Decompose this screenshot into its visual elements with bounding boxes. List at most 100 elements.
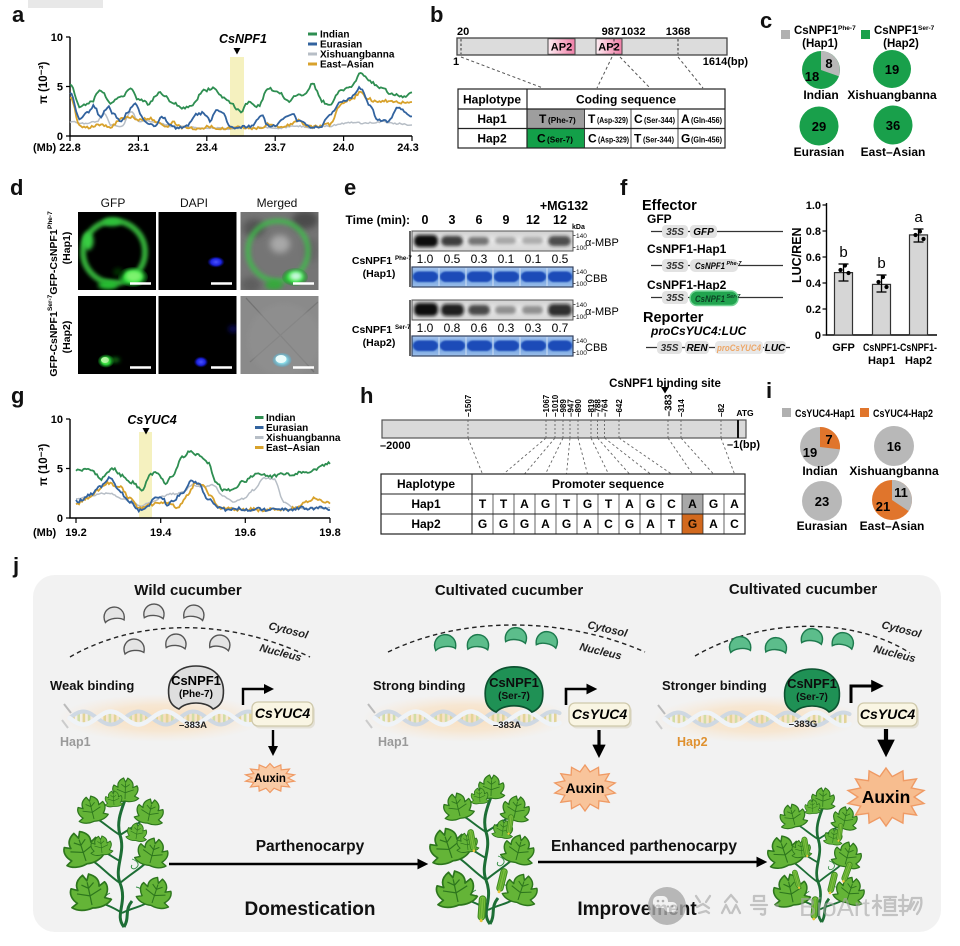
svg-text:7: 7 (825, 432, 832, 447)
svg-text:CsNPF1: CsNPF1 (352, 324, 392, 336)
svg-text:Haplotype: Haplotype (397, 477, 455, 491)
svg-text:LUC: LUC (765, 343, 786, 354)
svg-text:A: A (681, 112, 690, 126)
svg-text:–383A: –383A (493, 720, 521, 731)
svg-text:CsNPF1: CsNPF1 (171, 673, 221, 688)
svg-text:0.3: 0.3 (498, 321, 515, 335)
svg-text:T: T (479, 497, 487, 511)
svg-text:35S: 35S (661, 343, 679, 354)
svg-text:0.4: 0.4 (806, 278, 822, 290)
svg-text:π (10⁻³): π (10⁻³) (38, 61, 50, 104)
svg-text:140: 140 (576, 233, 587, 240)
svg-text:C: C (634, 112, 643, 126)
svg-text:1.0: 1.0 (806, 200, 821, 212)
svg-text:–947: –947 (567, 399, 576, 417)
svg-text:19.8: 19.8 (319, 527, 340, 539)
svg-text:24.0: 24.0 (333, 142, 354, 154)
svg-text:East–Asian: East–Asian (860, 519, 925, 533)
svg-text:16: 16 (887, 439, 901, 454)
svg-text:140: 140 (576, 302, 587, 309)
svg-text:–890: –890 (574, 399, 583, 417)
svg-text:CsNPF1: CsNPF1 (874, 25, 919, 37)
svg-text:Enhanced parthenocarpy: Enhanced parthenocarpy (551, 838, 737, 855)
svg-text:CsYUC4: CsYUC4 (127, 413, 176, 427)
svg-text:a: a (914, 209, 923, 226)
svg-text:0.2: 0.2 (806, 304, 821, 316)
svg-text:CsNPF1: CsNPF1 (352, 255, 392, 267)
svg-text:A: A (688, 497, 697, 511)
svg-text:CsNPF1-: CsNPF1- (900, 342, 937, 354)
svg-text:(Hap2): (Hap2) (61, 321, 73, 354)
svg-text:BioArt: BioArt (799, 892, 871, 922)
svg-text:proCsYUC4:LUC: proCsYUC4:LUC (650, 324, 747, 338)
svg-text:kDa: kDa (572, 224, 585, 231)
svg-text:100: 100 (576, 350, 587, 357)
svg-text:T: T (605, 497, 613, 511)
svg-text:A: A (541, 517, 550, 531)
svg-text:DAPI: DAPI (180, 196, 208, 210)
svg-text:Hap2: Hap2 (677, 735, 708, 749)
svg-text:CBB: CBB (585, 342, 608, 354)
svg-text:Ser-7: Ser-7 (727, 294, 742, 300)
svg-text:23: 23 (815, 494, 829, 509)
svg-text:1.0: 1.0 (417, 321, 434, 335)
svg-text:Hap1: Hap1 (378, 735, 409, 749)
svg-text:C: C (537, 132, 546, 146)
svg-text:–383: –383 (664, 394, 675, 417)
svg-text:Merged: Merged (257, 196, 298, 210)
svg-text:23.4: 23.4 (196, 142, 218, 154)
svg-text:Auxin: Auxin (862, 787, 911, 807)
svg-text:19: 19 (803, 445, 817, 460)
svg-text:CBB: CBB (585, 273, 608, 285)
svg-text:1368: 1368 (666, 26, 690, 38)
svg-text:CsNPF1: CsNPF1 (695, 261, 725, 272)
svg-text:12: 12 (526, 213, 540, 227)
svg-text:T: T (668, 517, 676, 531)
svg-text:(Hap1): (Hap1) (61, 232, 73, 265)
svg-text:–2000: –2000 (380, 440, 411, 452)
svg-text:0.5: 0.5 (552, 252, 569, 266)
svg-text:T: T (588, 112, 596, 126)
svg-text:–642: –642 (615, 399, 624, 417)
svg-text:0.3: 0.3 (471, 252, 488, 266)
svg-text:–1(bp): –1(bp) (727, 439, 760, 451)
svg-text:6: 6 (476, 213, 483, 227)
svg-text:–1010: –1010 (551, 394, 560, 417)
svg-text:Xishuangbanna: Xishuangbanna (847, 88, 937, 102)
svg-text:CsNPF1-Hap1: CsNPF1-Hap1 (647, 242, 727, 256)
svg-text:(Ser-7): (Ser-7) (547, 136, 573, 145)
svg-text:0.1: 0.1 (525, 252, 542, 266)
svg-text:–82: –82 (717, 403, 726, 417)
svg-text:19.2: 19.2 (65, 527, 86, 539)
svg-text:G: G (688, 517, 697, 531)
svg-text:0.7: 0.7 (552, 321, 569, 335)
svg-text:0: 0 (422, 213, 429, 227)
svg-text:(Gln-456): (Gln-456) (691, 136, 722, 145)
svg-text:8: 8 (825, 56, 832, 71)
svg-text:(Gln-456): (Gln-456) (691, 116, 722, 125)
svg-text:α-MBP: α-MBP (585, 237, 619, 249)
svg-text:LUC/REN: LUC/REN (790, 227, 804, 283)
svg-text:Indian: Indian (266, 413, 295, 424)
svg-text:A: A (583, 517, 592, 531)
svg-text:Phe-7: Phe-7 (47, 211, 54, 229)
svg-text:CsNPF1-Hap2: CsNPF1-Hap2 (647, 278, 727, 292)
svg-text:(Mb): (Mb) (33, 527, 57, 539)
svg-text:0: 0 (57, 513, 63, 525)
svg-text:GFP: GFP (101, 196, 126, 210)
svg-text:0.8: 0.8 (806, 226, 821, 238)
svg-text:–383A: –383A (179, 720, 207, 731)
svg-text:Haplotype: Haplotype (463, 93, 521, 107)
svg-text:–819: –819 (587, 399, 596, 417)
svg-text:Promoter sequence: Promoter sequence (552, 477, 664, 491)
svg-text:Weak binding: Weak binding (50, 678, 134, 693)
svg-text:–383G: –383G (789, 719, 818, 730)
svg-text:ATG: ATG (736, 408, 754, 418)
svg-text:b: b (877, 255, 885, 272)
svg-text:CsYUC4: CsYUC4 (860, 706, 915, 722)
svg-text:0.6: 0.6 (471, 321, 488, 335)
svg-text:Strong binding: Strong binding (373, 678, 465, 693)
svg-text:Hap1: Hap1 (477, 112, 507, 126)
svg-text:Xishuangbanna: Xishuangbanna (320, 50, 395, 61)
svg-text:(Ser-344): (Ser-344) (644, 116, 675, 125)
